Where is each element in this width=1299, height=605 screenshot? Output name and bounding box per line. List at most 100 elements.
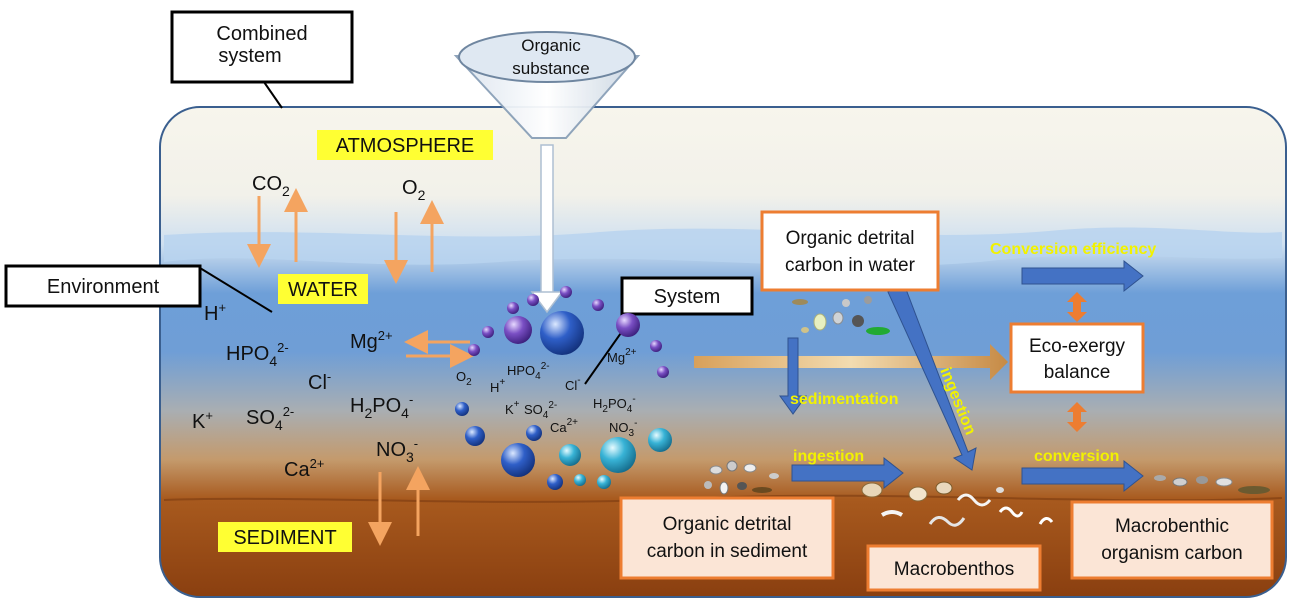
o2-label: O2 — [402, 177, 426, 203]
particle — [864, 296, 872, 304]
worm — [880, 510, 904, 517]
particle — [743, 463, 757, 473]
particle — [852, 315, 864, 327]
bubble — [482, 326, 494, 338]
bubble — [455, 402, 469, 416]
funnel-stream-head — [530, 291, 564, 314]
particle — [866, 327, 890, 335]
organism — [861, 482, 883, 498]
water-label: WATER — [288, 279, 358, 301]
eco-exergy-label-2: balance — [1044, 362, 1111, 383]
sedimentation-arrow — [779, 337, 807, 415]
atmosphere-label: ATMOSPHERE — [336, 135, 475, 157]
bubble — [650, 340, 662, 352]
atmosphere-highlight — [317, 130, 493, 160]
bubble — [504, 316, 532, 344]
cluster-ion-h: H+ — [490, 377, 505, 395]
bubble — [657, 366, 669, 378]
ion-bubble-cluster — [455, 286, 672, 490]
particle — [737, 482, 747, 490]
odc-water-box — [760, 210, 940, 292]
double-arrow-bottom — [1067, 402, 1087, 432]
ion-hpo4: HPO42- — [226, 340, 289, 369]
bubble — [559, 444, 581, 466]
ion-no3: NO3- — [376, 436, 418, 465]
organism — [935, 481, 953, 495]
particle — [1172, 477, 1188, 487]
worm — [998, 506, 1024, 518]
bubble — [574, 474, 586, 486]
cluster-ion-cl: Cl- — [565, 375, 581, 393]
odc-sediment-box — [619, 496, 835, 580]
detritus-water-particles — [792, 296, 890, 335]
combined-system-box — [170, 10, 354, 84]
worm — [1038, 517, 1054, 525]
sediment-label: SEDIMENT — [233, 527, 336, 549]
ion-h: H+ — [204, 300, 226, 325]
ingestion-label: ingestion — [793, 448, 864, 465]
environment-box — [4, 264, 202, 308]
conversion-efficiency-arrow — [1021, 259, 1144, 293]
bubble — [468, 344, 480, 356]
sedimentation-label: sedimentation — [790, 391, 898, 408]
system-to-eco-exergy-arrow — [694, 344, 1008, 380]
combined-system-label-2: system — [218, 45, 281, 67]
cluster-ion-h2po4: H2PO4- — [593, 394, 636, 415]
macro-carbon-box — [1070, 500, 1274, 580]
environment-callout — [199, 267, 273, 313]
organic-substance-label-1: Organic — [521, 36, 581, 55]
cluster-ion-mg: Mg2+ — [607, 347, 637, 365]
ion-so4: SO42- — [246, 404, 294, 433]
cluster-ion-so4: SO42- — [524, 400, 557, 421]
particle — [1154, 475, 1166, 481]
macrobenthic-carbon-particles — [1154, 475, 1270, 494]
ion-k: K+ — [192, 408, 213, 433]
ingestion-diagonal-arrow — [887, 283, 977, 471]
eco-exergy-box — [1009, 322, 1145, 394]
particle — [832, 311, 844, 325]
bubble — [540, 311, 584, 355]
bubble — [501, 443, 535, 477]
bubble — [648, 428, 672, 452]
ion-mg: Mg2+ — [350, 328, 393, 353]
organism — [908, 486, 928, 502]
bubble — [600, 437, 636, 473]
macro-carbon-label-1: Macrobenthic — [1115, 516, 1229, 537]
bubble — [597, 475, 611, 489]
particle — [1215, 477, 1233, 487]
double-arrow-top — [1067, 292, 1087, 322]
macrobenthos-organisms — [861, 481, 1054, 527]
system-label: System — [654, 286, 721, 308]
particle — [801, 327, 809, 333]
bubble — [547, 474, 563, 490]
particle — [752, 487, 772, 493]
ion-cl: Cl- — [308, 369, 331, 394]
combined-system-label-1: Combined — [216, 23, 307, 45]
ion-ca: Ca2+ — [284, 456, 324, 481]
bubble — [507, 302, 519, 314]
funnel-stream — [540, 144, 554, 296]
gas-exchange-arrows — [247, 188, 474, 546]
combined-system-callout — [263, 81, 283, 109]
cluster-ion-k: K+ — [505, 399, 520, 417]
particle — [813, 313, 827, 331]
particle — [726, 460, 738, 472]
conversion-arrow — [1021, 459, 1144, 493]
particle — [1196, 476, 1208, 484]
worm — [928, 516, 966, 527]
organism — [996, 487, 1004, 493]
organic-substance-label-2: substance — [512, 59, 590, 78]
funnel-mouth — [458, 31, 636, 83]
eco-exergy-label-1: Eco-exergy — [1029, 336, 1126, 357]
bubble — [560, 286, 572, 298]
conversion-efficiency-label: Conversion efficiency — [990, 241, 1156, 258]
macrobenthos-box — [866, 544, 1042, 592]
odc-water-label-2: carbon in water — [785, 255, 916, 276]
macrobenthos-label: Macrobenthos — [894, 559, 1014, 580]
odc-water-label-1: Organic detrital — [786, 228, 915, 249]
particle — [769, 473, 779, 479]
detritus-sediment-particles — [704, 460, 779, 495]
combined-system-frame — [159, 106, 1287, 598]
